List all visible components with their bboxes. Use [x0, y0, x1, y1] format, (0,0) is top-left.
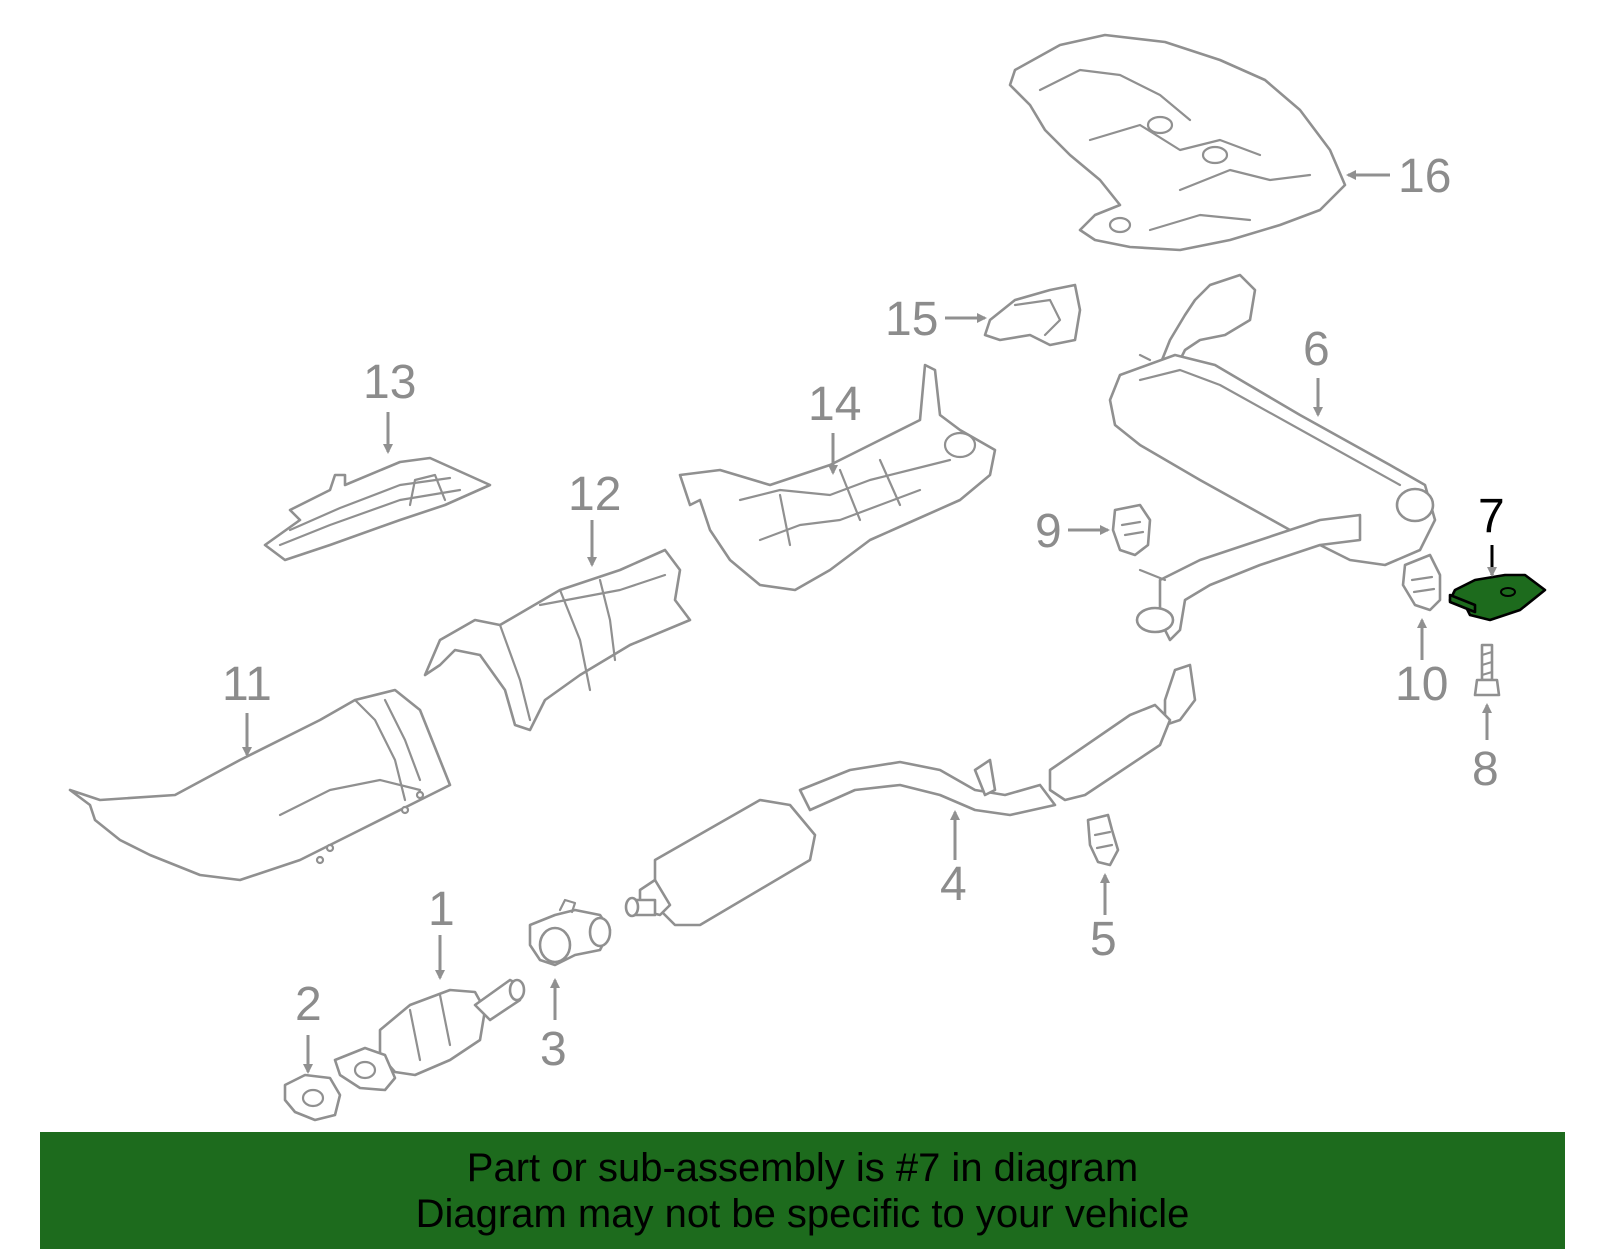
callout-16: 16	[1398, 150, 1451, 203]
part-14-heat-shield	[678, 363, 997, 592]
callout-12: 12	[568, 468, 621, 521]
part-5-insulator	[1086, 813, 1120, 867]
callout-13: 13	[363, 356, 416, 409]
part-13-heat-shield	[263, 456, 492, 562]
info-banner: Part or sub-assembly is #7 in diagram Di…	[40, 1132, 1565, 1249]
callout-10: 10	[1395, 658, 1448, 711]
part-11-heat-shield	[68, 688, 452, 882]
part-16-heat-shield	[1008, 33, 1347, 252]
banner-line-2: Diagram may not be specific to your vehi…	[415, 1191, 1190, 1236]
part-9-insulator	[1111, 503, 1152, 557]
part-7-bracket-highlighted	[1448, 573, 1547, 622]
part-3-clamp	[528, 898, 612, 967]
callout-4: 4	[940, 858, 967, 911]
callout-2: 2	[295, 978, 322, 1031]
callout-8: 8	[1472, 743, 1499, 796]
callout-11: 11	[222, 658, 272, 711]
callout-15: 15	[885, 293, 938, 346]
callout-6: 6	[1303, 323, 1330, 376]
callout-14: 14	[808, 378, 861, 431]
part-8-bolt	[1473, 643, 1501, 697]
part-6-rear-muffler	[1108, 273, 1437, 642]
callout-7: 7	[1478, 490, 1505, 543]
banner-line-1: Part or sub-assembly is #7 in diagram	[466, 1145, 1139, 1190]
part-1-catalytic-converter	[333, 978, 526, 1092]
part-4-intermediate-pipe	[624, 663, 1197, 927]
part-10-insulator	[1401, 553, 1442, 612]
part-15-heat-shield	[983, 283, 1082, 347]
part-2-gasket	[283, 1073, 342, 1122]
callout-5: 5	[1090, 913, 1117, 966]
callout-1: 1	[428, 883, 455, 936]
callout-3: 3	[540, 1023, 567, 1076]
callout-9: 9	[1035, 505, 1062, 558]
part-12-heat-shield	[423, 548, 692, 732]
